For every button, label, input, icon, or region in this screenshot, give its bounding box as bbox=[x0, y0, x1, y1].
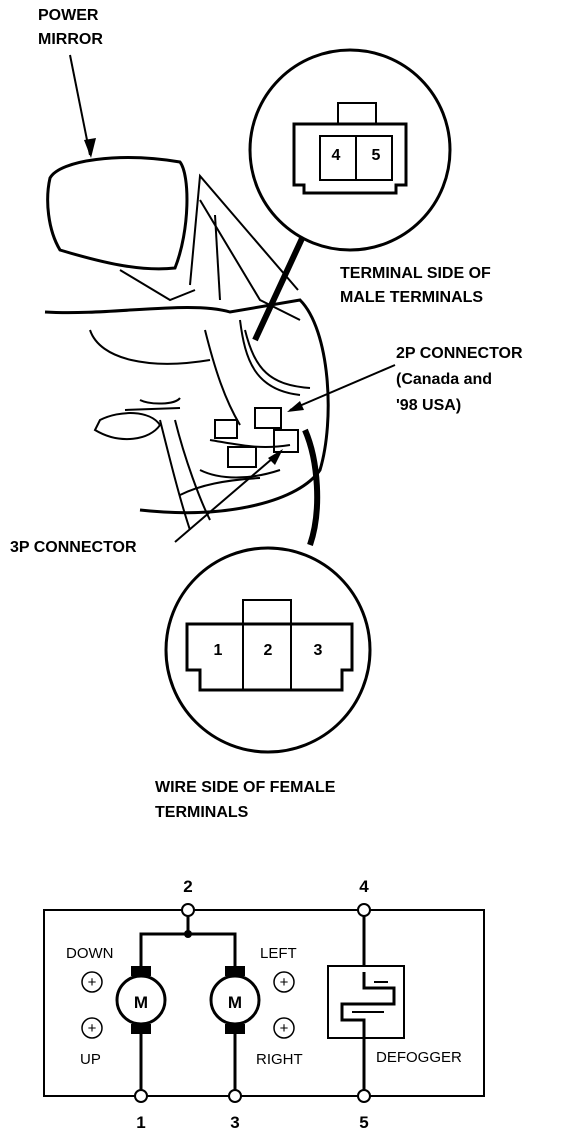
terminal-4-label: 4 bbox=[359, 877, 369, 896]
plus-icon: + bbox=[88, 974, 97, 991]
terminal-2-node bbox=[181, 903, 195, 917]
terminal-4-node bbox=[357, 903, 371, 917]
terminal-2-label: 2 bbox=[183, 877, 192, 896]
terminal-5-node bbox=[357, 1089, 371, 1103]
left-label: LEFT bbox=[260, 945, 297, 962]
motor-leftright-symbol: M bbox=[228, 993, 242, 1012]
connector-2p-label-1: 2P CONNECTOR bbox=[396, 345, 523, 362]
pin-5: 5 bbox=[372, 147, 381, 164]
down-label: DOWN bbox=[66, 945, 114, 962]
terminal-side-label-1: TERMINAL SIDE OF bbox=[340, 265, 491, 282]
pin-3: 3 bbox=[314, 642, 323, 659]
connector-2p-label-3: '98 USA) bbox=[396, 397, 461, 414]
connector-2p-label-2: (Canada and bbox=[396, 371, 492, 388]
connector-3p-detail: 1 2 3 bbox=[164, 546, 372, 754]
power-mirror-label-2: MIRROR bbox=[38, 31, 103, 48]
connector-2p-detail: 4 5 bbox=[248, 48, 452, 252]
pin-1: 1 bbox=[214, 642, 223, 659]
wire-side-label-2: TERMINALS bbox=[155, 804, 249, 821]
wire-side-label-1: WIRE SIDE OF FEMALE bbox=[155, 779, 336, 796]
defogger-label: DEFOGGER bbox=[376, 1049, 462, 1066]
pin-2: 2 bbox=[264, 642, 273, 659]
connector-3p-label: 3P CONNECTOR bbox=[10, 539, 137, 556]
plus-icon: + bbox=[88, 1020, 97, 1037]
right-label: RIGHT bbox=[256, 1051, 303, 1068]
terminal-1-node bbox=[134, 1089, 148, 1103]
terminal-3-node bbox=[228, 1089, 242, 1103]
up-label: UP bbox=[80, 1051, 101, 1068]
pin-4: 4 bbox=[332, 147, 341, 164]
plus-icon: + bbox=[280, 1020, 289, 1037]
motor-updown-symbol: M bbox=[134, 993, 148, 1012]
door-mirror-illustration bbox=[44, 54, 396, 546]
terminal-side-label-2: MALE TERMINALS bbox=[340, 289, 483, 306]
mirror-schematic: 2 4 1 3 5 M M DEFOGGER DOWN UP LEFT RIGH… bbox=[43, 877, 485, 1132]
terminal-1-label: 1 bbox=[136, 1113, 145, 1132]
power-mirror-label-1: POWER bbox=[38, 7, 99, 24]
terminal-3-label: 3 bbox=[230, 1113, 239, 1132]
terminal-5-label: 5 bbox=[359, 1113, 368, 1132]
plus-icon: + bbox=[280, 974, 289, 991]
